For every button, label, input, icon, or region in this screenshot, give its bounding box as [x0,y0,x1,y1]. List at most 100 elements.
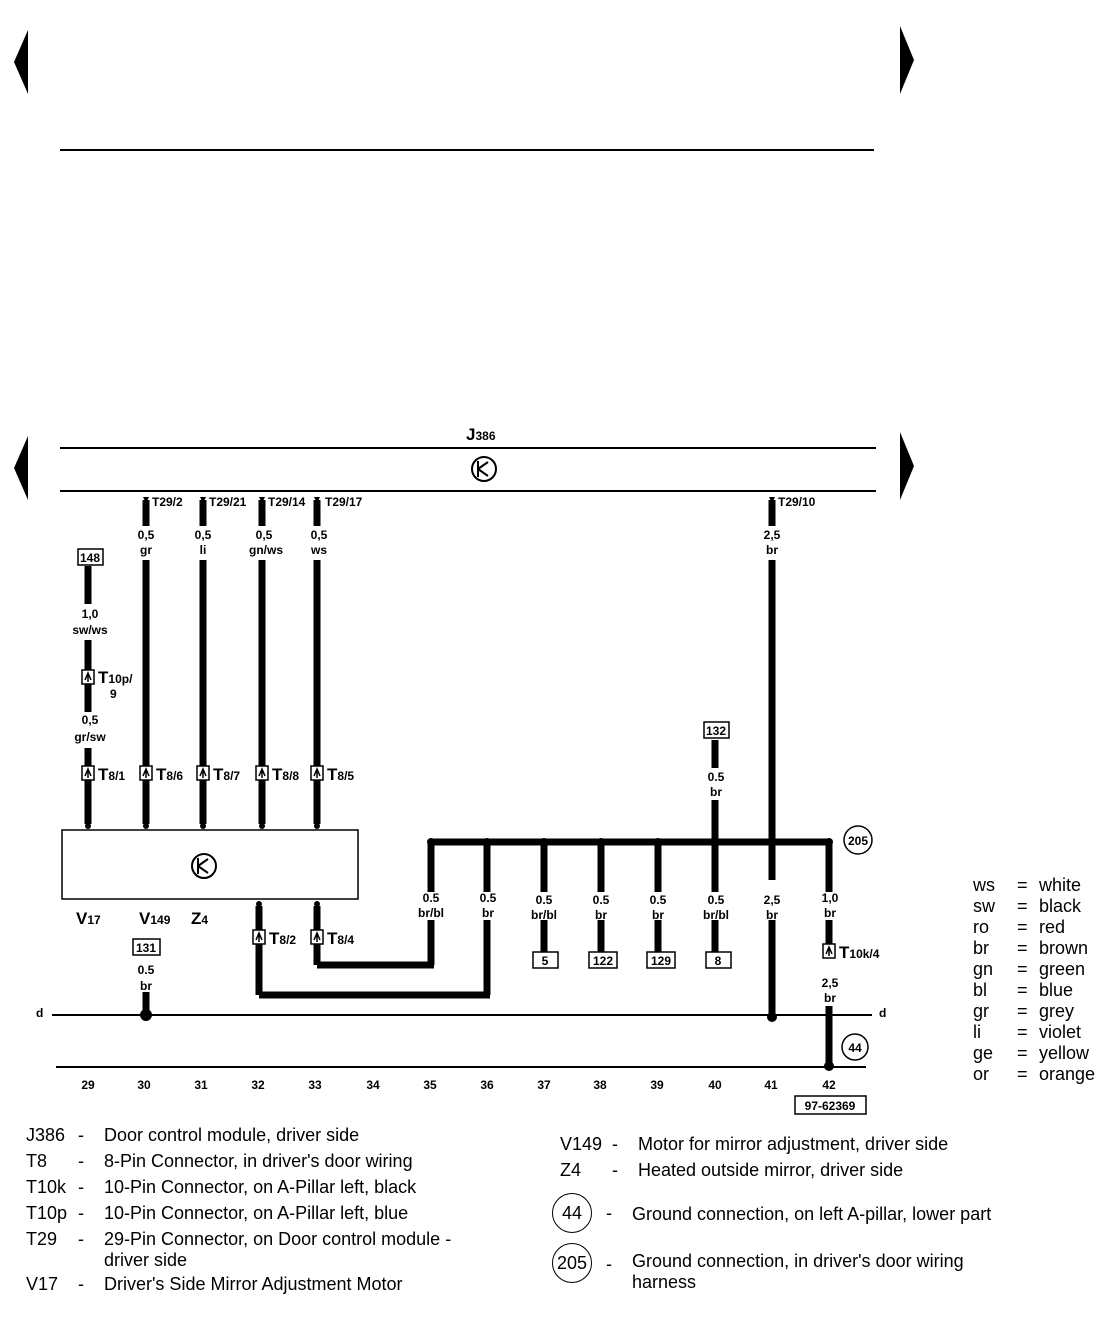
key-desc: Ground connection, in driver's door wiri… [632,1251,964,1292]
ref-131: 131 [136,941,156,955]
key-row: T8-8-Pin Connector, in driver's door wir… [26,1148,504,1174]
prev-page-arrow[interactable] [14,436,28,500]
wire-color: br [652,908,664,922]
wire-color: sw/ws [72,623,108,637]
color-code: li [973,1022,981,1042]
wire-labels: 0,5 gr 0,5 li 0,5 gn/ws 0,5 ws 2,5 br 1,… [72,528,838,1005]
door-control-module-j386: J386 [60,425,876,492]
ref-132: 132 [706,724,726,738]
wire-color-legend: ws=white sw=black ro=red br=brown gn=gre… [973,875,1095,1085]
key-dash: - [78,1203,84,1223]
pin-t29-17: T29/17 [325,495,363,509]
wire-size: 2,5 [764,528,781,542]
key-row-ground: 44-Ground connection, on left A-pillar, … [552,1193,1038,1233]
wire-size: 0.5 [138,963,155,977]
key-desc: Motor for mirror adjustment, driver side [638,1134,949,1154]
rail-label-right: d [879,1006,886,1020]
key-row: Z4-Heated outside mirror, driver side [560,1157,1038,1183]
diagram-id: 97-62369 [805,1099,856,1113]
module-label: J386 [466,425,496,444]
key-dash: - [78,1229,84,1249]
mirror-component-block [61,829,359,900]
component-v149: V149 [139,909,171,928]
color-name: brown [1039,938,1089,958]
key-row-ground: 205-Ground connection, in driver's door … [552,1243,1038,1293]
wire-size: 1,0 [82,607,99,621]
key-desc: Door control module, driver side [104,1125,360,1145]
track-number: 41 [764,1078,778,1092]
wire-size: 0.5 [650,893,667,907]
track-number: 31 [194,1078,208,1092]
next-page-arrow[interactable] [900,432,914,500]
ref-5: 5 [542,954,549,968]
wire-size: 0.5 [480,891,497,905]
track-number: 32 [251,1078,265,1092]
wire-color: gr [140,543,152,557]
ground-205: 205 [843,825,873,855]
key-dash: - [606,1254,612,1274]
wiring-diagram: J386 T29/2 T29/21 T29/14 T29/17 T29/10 [14,26,914,1115]
color-code: gr [973,1001,990,1021]
color-name: blue [1039,980,1074,1000]
wire-size: 0.5 [708,770,725,784]
key-desc: 10-Pin Connector, on A-Pillar left, blue [104,1203,409,1223]
wire-color: br [710,785,722,799]
ground-symbol-icon: 44 [552,1193,592,1233]
wire-color: br/bl [418,906,444,920]
track-number: 34 [366,1078,380,1092]
key-dash: - [78,1125,84,1145]
wire-size: 0,5 [82,713,99,727]
wire-size: 0.5 [536,893,553,907]
color-code: ge [973,1043,994,1063]
key-code: T10k [26,1177,67,1197]
component-labels: V17 V149 Z4 [76,909,208,928]
electronic-symbol-icon [191,853,217,879]
component-key-left: J386-Door control module, driver side T8… [26,1122,504,1297]
track-number: 40 [708,1078,722,1092]
color-code: bl [973,980,988,1000]
ref-122: 122 [593,954,613,968]
equals-sign: = [1017,875,1028,895]
color-code: ro [973,917,990,937]
ref-129: 129 [651,954,671,968]
key-desc: 29-Pin Connector, on Door control module… [104,1229,452,1270]
connector-t8-4: T8/4 [327,929,354,948]
equals-sign: = [1017,896,1028,916]
track-numbers: 29 30 31 32 33 34 35 36 37 38 39 40 41 4… [81,1078,836,1092]
legend-row: or=orange [973,1064,1095,1085]
ground-symbol-icon: 205 [552,1243,592,1283]
connector-t10k: T10k/4 [839,943,880,962]
electronic-symbol-icon [471,456,497,482]
svg-text:44: 44 [848,1041,862,1055]
key-desc: Driver's Side Mirror Adjustment Motor [104,1274,403,1294]
wire-color: br [766,543,778,557]
legend-row: li=violet [973,1022,1095,1043]
key-row: V149-Motor for mirror adjustment, driver… [560,1131,1038,1157]
wire-size: 1,0 [822,891,839,905]
wire-color: ws [310,543,327,557]
pin-t29-14: T29/14 [268,495,306,509]
key-code: T29 [26,1229,58,1249]
connector-t8-8: T8/8 [272,765,299,784]
pin-t29-2: T29/2 [152,495,183,509]
key-desc: 8-Pin Connector, in driver's door wiring [104,1151,413,1171]
connector-t8-5: T8/5 [327,765,354,784]
key-dash: - [606,1203,612,1223]
color-name: white [1039,875,1082,895]
equals-sign: = [1017,1043,1028,1063]
connector-arrows [84,671,833,956]
prev-page-arrow-top[interactable] [14,30,28,94]
color-name: violet [1039,1022,1082,1042]
wire-size: 0,5 [256,528,273,542]
connector-t8-7: T8/7 [213,765,240,784]
next-page-arrow-top[interactable] [900,26,914,94]
key-desc: Heated outside mirror, driver side [638,1160,904,1180]
equals-sign: = [1017,1064,1028,1084]
connector-labels: T10p/ 9 T8/1 T8/6 T8/7 T8/8 T8/5 T8/2 T8… [98,668,880,962]
pin-t29-21: T29/21 [209,495,247,509]
diagram-id-box [794,1095,867,1115]
key-dash: - [78,1274,84,1294]
legend-row: gn=green [973,959,1095,980]
legend-row: ge=yellow [973,1043,1095,1064]
color-code: or [973,1064,990,1084]
